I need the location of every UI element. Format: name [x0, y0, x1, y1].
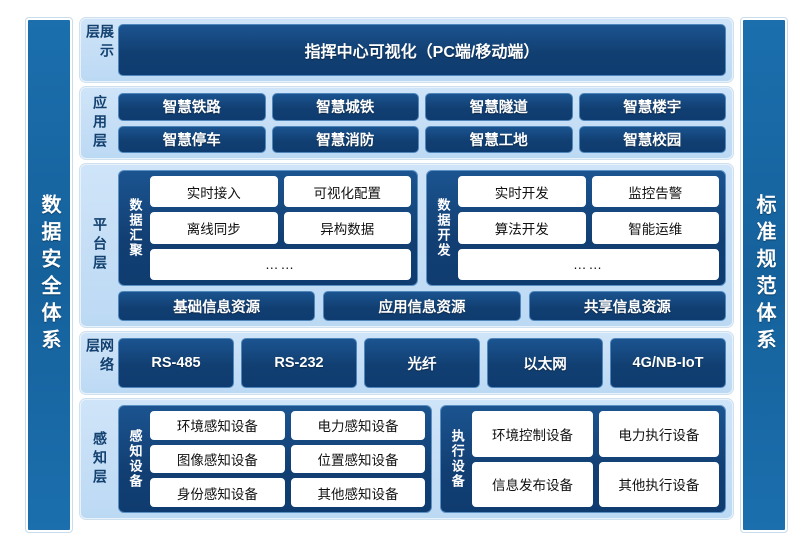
app-item-smart-firefighting[interactable]: 智慧消防	[271, 125, 419, 153]
group-label-data-aggregation: 数据汇聚	[125, 176, 145, 280]
layer-label-platform: 平台层	[87, 170, 113, 321]
layer-label-platform-text: 平台层	[92, 217, 108, 274]
app-item-smart-construction-site[interactable]: 智慧工地	[425, 125, 573, 153]
app-item-smart-railway[interactable]: 智慧铁路	[118, 93, 266, 121]
layer-label-sensing: 感知层	[87, 405, 113, 513]
platform-group-data-development: 数据开发 实时开发 监控告警 算法开发 智能运维	[426, 170, 726, 286]
layer-sensing: 感知层 感知设备 环境感知设备 电力感知设备	[79, 398, 734, 520]
layer-body-platform: 数据汇聚 实时接入 可视化配置 离线同步 异构数据	[118, 170, 726, 321]
platform-groups: 数据汇聚 实时接入 可视化配置 离线同步 异构数据	[118, 170, 726, 286]
development-row-1: 实时开发 监控告警	[458, 176, 719, 208]
group-label-data-development-text: 数据开发	[435, 198, 451, 258]
layer-network: 网络层 RS-485 RS-232 光纤 以太网 4G/NB-IoT	[79, 331, 734, 395]
cell-realtime-development[interactable]: 实时开发	[458, 176, 586, 208]
group-cells-data-development: 实时开发 监控告警 算法开发 智能运维 ……	[458, 176, 719, 280]
sense-group-sensing-devices: 感知设备 环境感知设备 电力感知设备 图像感知设备 位置感知设备	[118, 405, 433, 513]
app-item-smart-building[interactable]: 智慧楼宇	[578, 93, 726, 121]
display-banner[interactable]: 指挥中心可视化（PC端/移动端）	[118, 24, 726, 76]
right-pillar-label: 标准规范体系	[753, 194, 775, 356]
layer-body-application: 智慧铁路 智慧城铁 智慧隧道 智慧楼宇 智慧停车 智慧消防 智慧工地 智慧校园	[118, 93, 726, 153]
development-row-3: ……	[458, 248, 719, 280]
resource-basic-information[interactable]: 基础信息资源	[118, 291, 316, 321]
layer-platform: 平台层 数据汇聚 实时接入 可视化配置	[79, 163, 734, 328]
platform-resource-row: 基础信息资源 应用信息资源 共享信息资源	[118, 291, 726, 321]
resource-application-information[interactable]: 应用信息资源	[323, 291, 521, 321]
cell-information-release-device[interactable]: 信息发布设备	[472, 461, 593, 507]
cell-power-actuating-device[interactable]: 电力执行设备	[598, 411, 720, 457]
layer-body-network: RS-485 RS-232 光纤 以太网 4G/NB-IoT	[118, 338, 726, 388]
cell-realtime-access[interactable]: 实时接入	[150, 176, 278, 208]
sensing-row-1: 环境感知设备 电力感知设备	[150, 411, 426, 440]
sensing-row-3: 身份感知设备 其他感知设备	[150, 478, 426, 508]
actuating-row-2: 信息发布设备 其他执行设备	[472, 461, 720, 507]
layer-label-sensing-text: 感知层	[92, 430, 108, 488]
group-cells-actuating-devices: 环境控制设备 电力执行设备 信息发布设备 其他执行设备	[472, 411, 720, 507]
sense-group-actuating-devices: 执行设备 环境控制设备 电力执行设备 信息发布设备 其他执行设备	[440, 405, 726, 513]
cell-environment-sensing-device[interactable]: 环境感知设备	[150, 411, 285, 440]
layer-stack: 展示层 指挥中心可视化（PC端/移动端） 应用层 智慧铁路 智慧城铁 智慧隧道 …	[79, 17, 734, 532]
app-item-smart-tunnel[interactable]: 智慧隧道	[425, 93, 573, 121]
platform-group-data-aggregation: 数据汇聚 实时接入 可视化配置 离线同步 异构数据	[118, 170, 418, 286]
sensing-row-2: 图像感知设备 位置感知设备	[150, 444, 426, 474]
cell-other-sensing-device[interactable]: 其他感知设备	[290, 478, 426, 508]
left-pillar-label: 数据安全体系	[38, 194, 60, 356]
net-item-ethernet[interactable]: 以太网	[487, 338, 603, 388]
application-row-1: 智慧铁路 智慧城铁 智慧隧道 智慧楼宇	[118, 93, 726, 121]
aggregation-row-1: 实时接入 可视化配置	[150, 176, 411, 208]
cell-offline-sync[interactable]: 离线同步	[150, 212, 278, 244]
group-cells-sensing-devices: 环境感知设备 电力感知设备 图像感知设备 位置感知设备 身份感知设备 其他感知设…	[150, 411, 426, 508]
cell-power-sensing-device[interactable]: 电力感知设备	[290, 411, 426, 440]
cell-monitoring-alarm[interactable]: 监控告警	[591, 176, 719, 208]
app-item-smart-campus[interactable]: 智慧校园	[578, 125, 726, 153]
actuating-row-1: 环境控制设备 电力执行设备	[472, 411, 720, 457]
group-label-data-aggregation-text: 数据汇聚	[127, 198, 143, 258]
net-item-rs485[interactable]: RS-485	[118, 338, 234, 388]
group-label-actuating-devices-text: 执行设备	[449, 429, 465, 489]
net-item-4g-nbiot[interactable]: 4G/NB-IoT	[610, 338, 726, 388]
application-row-2: 智慧停车 智慧消防 智慧工地 智慧校园	[118, 125, 726, 153]
aggregation-row-2: 离线同步 异构数据	[150, 212, 411, 244]
app-item-smart-city-rail[interactable]: 智慧城铁	[271, 93, 419, 121]
layer-label-network: 网络层	[85, 338, 115, 388]
cell-environment-control-device[interactable]: 环境控制设备	[472, 411, 593, 457]
layer-display: 展示层 指挥中心可视化（PC端/移动端）	[79, 17, 734, 83]
aggregation-row-3: ……	[150, 248, 411, 280]
layer-label-application-text: 应用层	[92, 94, 108, 152]
cell-algorithm-development[interactable]: 算法开发	[458, 212, 586, 244]
layer-label-application: 应用层	[87, 93, 113, 153]
layer-label-display: 展示层	[85, 24, 115, 76]
layer-body-sensing: 感知设备 环境感知设备 电力感知设备 图像感知设备 位置感知设备	[118, 405, 726, 513]
group-label-actuating-devices: 执行设备	[447, 411, 467, 507]
group-cells-data-aggregation: 实时接入 可视化配置 离线同步 异构数据 ……	[150, 176, 411, 280]
cell-visual-configuration[interactable]: 可视化配置	[283, 176, 411, 208]
group-label-data-development: 数据开发	[433, 176, 453, 280]
group-label-sensing-devices-text: 感知设备	[127, 429, 143, 489]
cell-other-actuating-device[interactable]: 其他执行设备	[598, 461, 720, 507]
app-item-smart-parking[interactable]: 智慧停车	[118, 125, 266, 153]
left-pillar-data-security: 数据安全体系	[25, 17, 73, 533]
layer-body-display: 指挥中心可视化（PC端/移动端）	[118, 24, 726, 76]
sensing-groups: 感知设备 环境感知设备 电力感知设备 图像感知设备 位置感知设备	[118, 405, 726, 513]
cell-aggregation-more[interactable]: ……	[150, 248, 411, 280]
cell-image-sensing-device[interactable]: 图像感知设备	[150, 444, 285, 474]
layer-application: 应用层 智慧铁路 智慧城铁 智慧隧道 智慧楼宇 智慧停车 智慧消防 智慧工地 智…	[79, 86, 734, 160]
net-item-optical-fiber[interactable]: 光纤	[364, 338, 480, 388]
right-pillar-standards: 标准规范体系	[740, 17, 788, 533]
resource-shared-information[interactable]: 共享信息资源	[528, 291, 726, 321]
net-item-rs232[interactable]: RS-232	[241, 338, 357, 388]
cell-location-sensing-device[interactable]: 位置感知设备	[290, 444, 426, 474]
cell-intelligent-operations[interactable]: 智能运维	[591, 212, 719, 244]
development-row-2: 算法开发 智能运维	[458, 212, 719, 244]
network-row: RS-485 RS-232 光纤 以太网 4G/NB-IoT	[118, 338, 726, 388]
group-label-sensing-devices: 感知设备	[125, 411, 145, 507]
cell-heterogeneous-data[interactable]: 异构数据	[283, 212, 411, 244]
cell-identity-sensing-device[interactable]: 身份感知设备	[150, 478, 285, 508]
layer-label-network-text: 网络层	[85, 338, 115, 376]
cell-development-more[interactable]: ……	[458, 248, 719, 280]
layer-label-display-text: 展示层	[85, 24, 115, 62]
